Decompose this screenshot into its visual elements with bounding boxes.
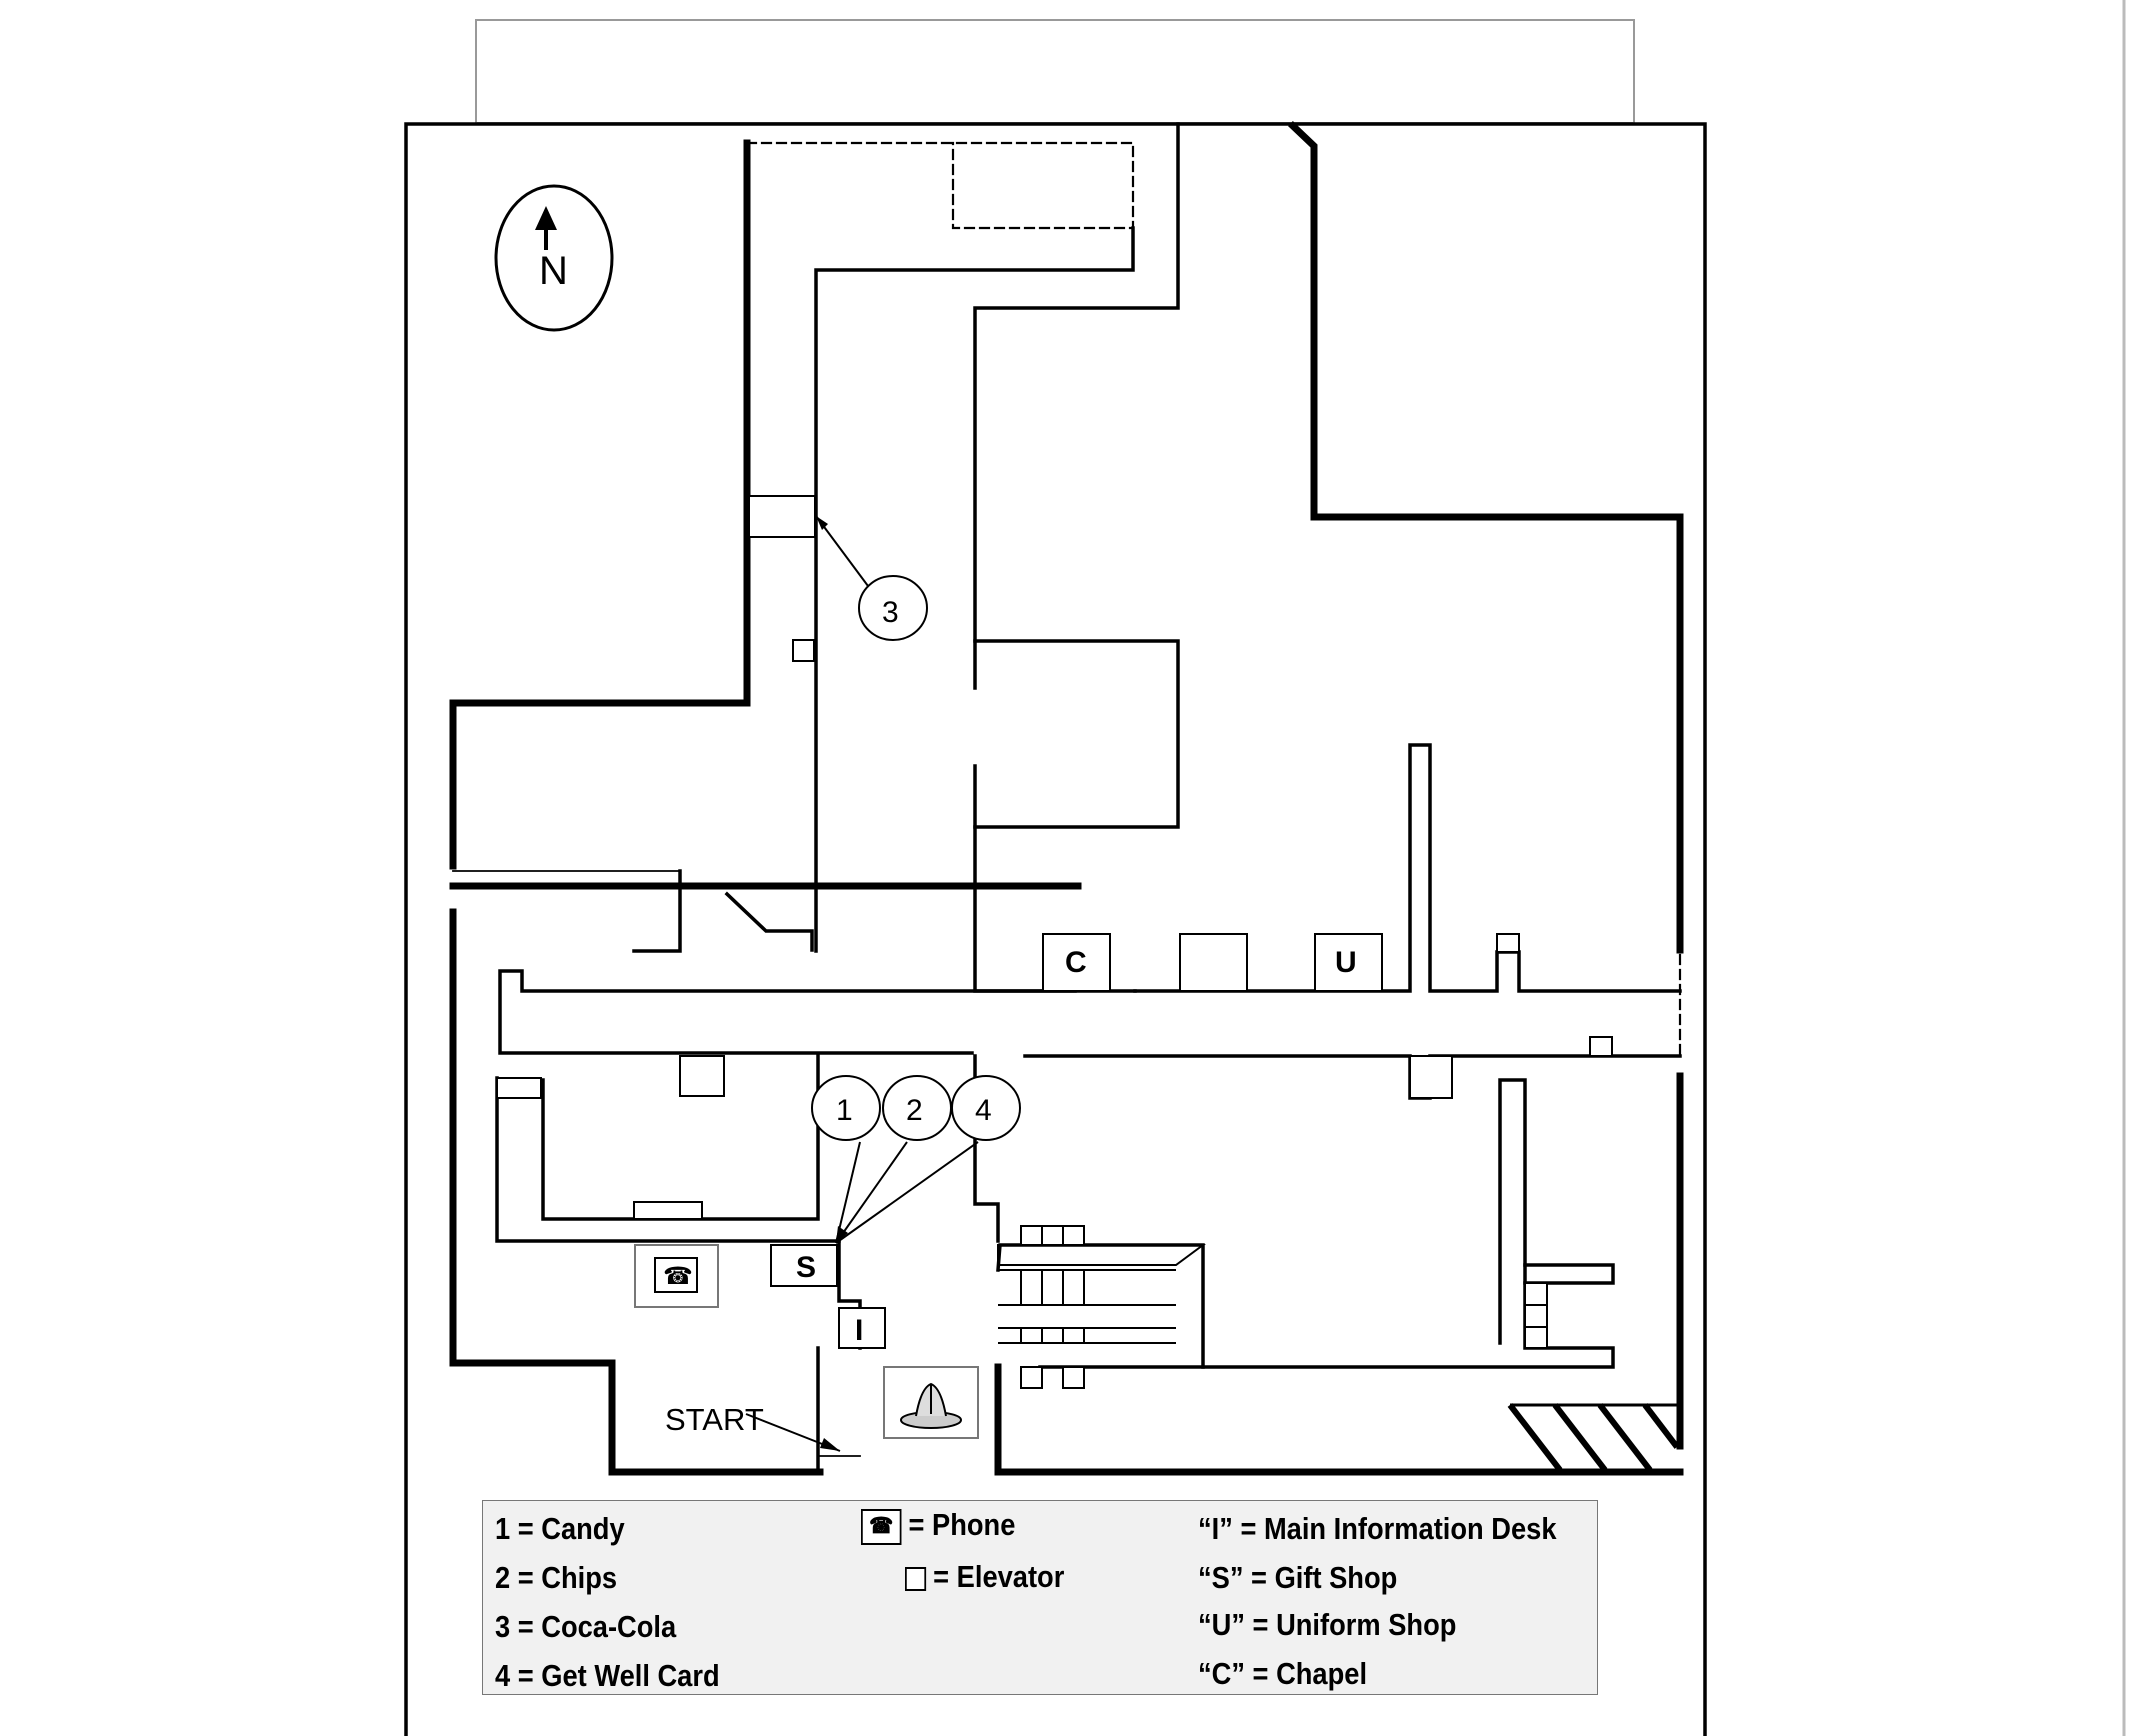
legend-elevator: = Elevator [905, 1557, 1064, 1597]
marker-coca-cola [858, 575, 928, 641]
legend-item-get-well-card: 4 = Get Well Card [495, 1658, 720, 1693]
info-desk-label: I [855, 1314, 863, 1347]
compass: N [494, 184, 614, 332]
rooms: C U S I [770, 933, 1383, 1349]
legend-phone: ☎= Phone [861, 1505, 1015, 1545]
chapel-label: C [1065, 946, 1087, 979]
info-desk-room [838, 1307, 886, 1349]
svg-text:4: 4 [975, 1094, 992, 1127]
map-legend: 1 = Candy 2 = Chips 3 = Coca-Cola 4 = Ge… [482, 1500, 1598, 1695]
markers: 3 1 2 4 [811, 515, 1021, 1244]
walls [449, 121, 1684, 1476]
start-marker: START [665, 1402, 841, 1452]
legend-item-coca-cola: 3 = Coca-Cola [495, 1609, 677, 1644]
gift-shop-room [770, 1244, 838, 1287]
fountain-icon [883, 1366, 979, 1439]
legend-elevator-label: = Elevator [933, 1559, 1065, 1594]
legend-code-info-desk: “I” = Main Information Desk [1198, 1511, 1557, 1546]
compass-letter: N [539, 249, 568, 293]
gift-shop-label: S [796, 1251, 816, 1284]
north-arrow-icon [535, 206, 557, 230]
elevator-icon [905, 1566, 927, 1591]
outer-frame [404, 0, 2126, 1736]
svg-text:☎: ☎ [663, 1263, 693, 1290]
legend-code-uniform-shop: “U” = Uniform Shop [1198, 1607, 1457, 1642]
legend-code-chapel: “C” = Chapel [1198, 1656, 1368, 1691]
svg-text:2: 2 [906, 1094, 923, 1127]
phone-icon: ☎ [634, 1244, 719, 1308]
chapel-room [1042, 933, 1111, 992]
legend-item-chips: 2 = Chips [495, 1560, 618, 1595]
uniform-shop-room [1314, 933, 1383, 992]
legend-item-candy: 1 = Candy [495, 1511, 625, 1546]
phone-icon: ☎ [861, 1508, 902, 1545]
svg-text:1: 1 [836, 1094, 853, 1127]
svg-text:3: 3 [882, 596, 899, 629]
start-label: START [665, 1402, 764, 1437]
legend-code-gift-shop: “S” = Gift Shop [1198, 1560, 1398, 1595]
marker-get-well-card [951, 1075, 1021, 1141]
stairs [1507, 1403, 1680, 1474]
uniform-shop-label: U [1335, 946, 1357, 979]
legend-phone-label: = Phone [908, 1507, 1016, 1542]
marker-candy [811, 1075, 881, 1141]
